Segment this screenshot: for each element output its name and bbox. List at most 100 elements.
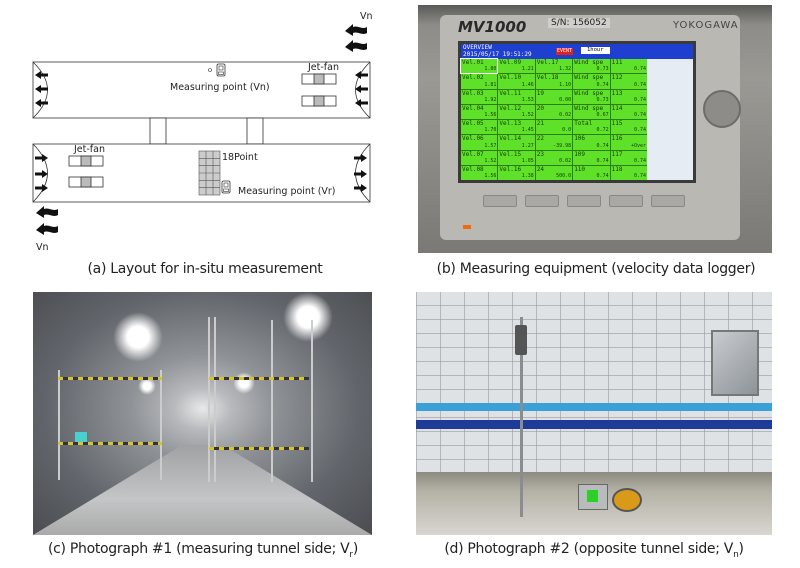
screen-cell-label: 116 [611,135,623,143]
logger-soft-buttons [483,195,685,207]
screen-cell-label: Wind spe [574,104,604,112]
screen-cell-label: 106 [574,135,586,143]
screen-cell-value: 0.00 [559,96,572,103]
logger-box [578,484,608,510]
screen-cell-label: Vel.10 [499,74,522,82]
wind-flow-arrow-icon [345,24,367,52]
screen-cell-label: Vel.05 [462,120,484,127]
screen-cell-value: 0.67 [596,112,609,118]
screen-cell-value: 1.52 [521,112,534,118]
caption-a: (a) Layout for in-situ measurement [87,261,323,277]
flow-label-top: Vn [360,11,373,22]
maker-logo: YOKOGAWA [673,20,739,31]
screen-cell-label: Vel.11 [499,89,522,97]
screen-cell: 111 0.74 [610,59,647,74]
caption-d: (d) Photograph #2 (opposite tunnel side;… [444,541,744,560]
screen-cell-value: 1.45 [521,127,534,134]
screen-cell-label: Vel.02 [462,74,484,82]
screen-cell-value: -39.98 [553,142,572,149]
tunnel-layout-diagram: Jet-fan Measuring point (Vn) Jet-fan 18P… [32,11,373,253]
power-led-icon [463,225,471,229]
screen-cell-label: 111 [611,59,623,66]
screen-cell-value: 0.74 [596,81,609,88]
screen-cell-value: 1.57 [484,142,497,149]
screen-cell-value: 1.80 [484,66,497,73]
tunnel-light [283,292,333,342]
screen-cell-value: 0.74 [633,66,646,73]
screen-cell-label: 118 [611,165,623,173]
wind-flow-arrow-icon [36,206,58,235]
screen-cell-label: Vel.18 [536,74,559,82]
caption-c-end: ) [352,541,359,557]
scaffold-left [58,370,162,480]
screen-cell: 117 0.74 [610,150,647,165]
screen-cell-label: Wind spe [574,59,604,66]
measurement-grid-18-points [198,150,221,196]
screen-cell-value: 0.02 [559,157,572,164]
screen-cell-label: Vel.12 [499,104,522,112]
caption-c: (c) Photograph #1 (measuring tunnel side… [48,541,358,560]
screen-cell-value: 1.56 [484,112,497,118]
screen-event: EVENT [556,48,574,55]
sensor-pole [520,317,523,517]
cable-reel [612,488,642,512]
screen-cell-label: 21 [536,120,545,127]
screen-cell-value: 1.52 [484,157,497,164]
screen-cell-value: 1.81 [484,81,497,88]
screen-cell-value: 1.56 [484,173,497,179]
measuring-point-vn-label: Measuring point (Vn) [170,82,270,93]
logger-arrow-keypad [703,90,741,128]
screen-cell-value: 1.46 [521,81,534,88]
screen-cell-label: Vel.06 [462,135,484,143]
screen-cell-label: 22 [536,135,545,143]
screen-cell-label: Total [574,120,593,127]
screen-cell-label: 115 [611,120,623,127]
screen-cell-label: Wind spe [574,89,604,97]
caption-d-sub: n [733,549,739,560]
screen-cell-label: Vel.16 [499,165,522,173]
screen-cell-label: Vel.14 [499,135,522,143]
jetfan-label-bottom: Jet-fan [73,144,105,155]
screen-cell-label: 117 [611,150,623,158]
screen-cell-value: 0.74 [633,112,646,118]
screen-cell-label: 24 [536,165,545,173]
screen-cell-label: Vel.01 [462,59,484,66]
screen-cell-label: Vel.13 [499,120,522,127]
screen-cell-label: 19 [536,89,545,97]
scaffold-bar [58,377,162,380]
flow-label-bottom: Vn [36,242,49,253]
screen-cell-label: Vel.03 [462,89,484,97]
photo-opposite-tunnel [416,292,772,535]
screen-cell-label: 20 [536,104,545,112]
screen-cell-value: 0.74 [633,157,646,164]
emergency-sign [75,432,87,442]
tunnel-light [138,377,156,395]
scaffold-bar [209,377,309,380]
screen-cell-value: 1.53 [521,96,534,103]
caption-c-text: (c) Photograph #1 (measuring tunnel side… [47,541,350,557]
caption-c-sub: r [349,549,353,560]
screen-cell-label: Vel.04 [462,104,484,112]
screen-cell-label: 113 [611,89,623,97]
scaffold-bar [209,447,309,450]
jetfan-label-top: Jet-fan [307,62,339,73]
measuring-device-icon [216,63,226,77]
screen-cell-label: 114 [611,104,623,112]
screen-cell-value: +Over [630,142,646,149]
screen-cell-label: Vel.09 [499,59,522,66]
